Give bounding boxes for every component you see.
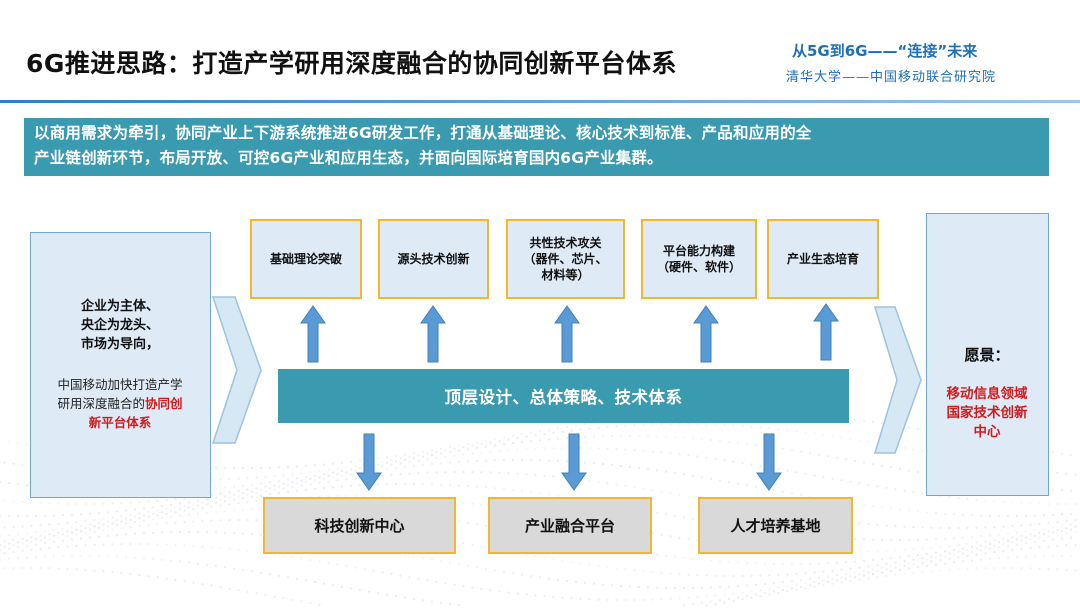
- vision-heading: 愿景：: [964, 346, 1010, 364]
- bottom-box-talent-base: 人才培养基地: [698, 497, 853, 554]
- down-arrow: [756, 433, 782, 491]
- top-box-label: 平台能力构建: [662, 244, 735, 258]
- up-arrow: [813, 303, 839, 361]
- top-level-design-bar: 顶层设计、总体策略、技术体系: [278, 369, 849, 423]
- bottom-box-innovation-center: 科技创新中心: [263, 497, 456, 554]
- up-arrow: [300, 305, 326, 363]
- principle-line: 企业为主体、: [80, 299, 159, 314]
- top-box-sublabel: （器件、芯片、: [523, 252, 608, 266]
- principle-line: 央企为龙头、: [80, 318, 159, 333]
- page-title: 6G推进思路：打造产学研用深度融合的协同创新平台体系: [26, 49, 677, 78]
- chevron-right-arrow-left: [211, 296, 262, 444]
- description-text: 研用深度融合的: [57, 396, 145, 411]
- highlight-line: 新平台体系: [88, 415, 152, 430]
- left-panel: [30, 232, 211, 498]
- top-box-platform-capability: 平台能力构建 （硬件、软件）: [641, 219, 757, 299]
- top-box-sublabel: 材料等）: [541, 268, 590, 282]
- up-arrow: [693, 305, 719, 363]
- summary-line-2: 产业链创新环节，布局开放、可控6G产业和应用生态，并面向国际培育国内6G产业集群…: [34, 149, 663, 167]
- top-box-label: 共性技术攻关: [529, 236, 602, 250]
- top-box-ecosystem: 产业生态培育: [767, 219, 879, 299]
- highlight-text: 协同创: [145, 396, 183, 411]
- left-panel-principles: 企业为主体、 央企为龙头、 市场为导向，: [32, 297, 208, 354]
- summary-banner: 以商用需求为牵引，协同产业上下游系统推进6G研发工作，打通从基础理论、核心技术到…: [24, 118, 1049, 176]
- top-box-source-innovation: 源头技术创新: [378, 219, 489, 299]
- bottom-box-integration-platform: 产业融合平台: [488, 497, 652, 554]
- left-panel-description: 中国移动加快打造产学 研用深度融合的协同创 新平台体系: [32, 375, 208, 432]
- header-divider: [0, 100, 1080, 103]
- vision-line: 移动信息领域: [946, 386, 1028, 402]
- vision-statement: 移动信息领域 国家技术创新 中心: [926, 385, 1048, 442]
- top-box-label: 产业生态培育: [786, 252, 859, 266]
- description-line: 研用深度融合的协同创: [32, 394, 208, 413]
- top-box-sublabel: （硬件、软件）: [656, 260, 741, 274]
- vision-line: 国家技术创新: [946, 405, 1028, 421]
- principle-line: 市场为导向，: [80, 337, 159, 352]
- right-vision-panel: [926, 213, 1049, 496]
- description-line: 中国移动加快打造产学: [57, 377, 183, 392]
- vision-line: 中心: [973, 424, 1001, 440]
- brand-institute: 清华大学——中国移动联合研究院: [786, 70, 997, 85]
- down-arrow: [561, 433, 587, 491]
- top-box-label: 源头技术创新: [397, 252, 470, 266]
- brand-slogan: 从5G到6G——“连接”未来: [792, 42, 978, 60]
- down-arrow: [356, 433, 382, 491]
- summary-line-1: 以商用需求为牵引，协同产业上下游系统推进6G研发工作，打通从基础理论、核心技术到…: [34, 124, 812, 142]
- top-box-basic-theory: 基础理论突破: [250, 219, 362, 299]
- up-arrow: [420, 305, 446, 363]
- top-box-label: 基础理论突破: [269, 252, 342, 266]
- up-arrow: [554, 305, 580, 363]
- chevron-right-arrow-right: [873, 306, 922, 454]
- top-box-common-tech: 共性技术攻关 （器件、芯片、 材料等）: [506, 219, 625, 299]
